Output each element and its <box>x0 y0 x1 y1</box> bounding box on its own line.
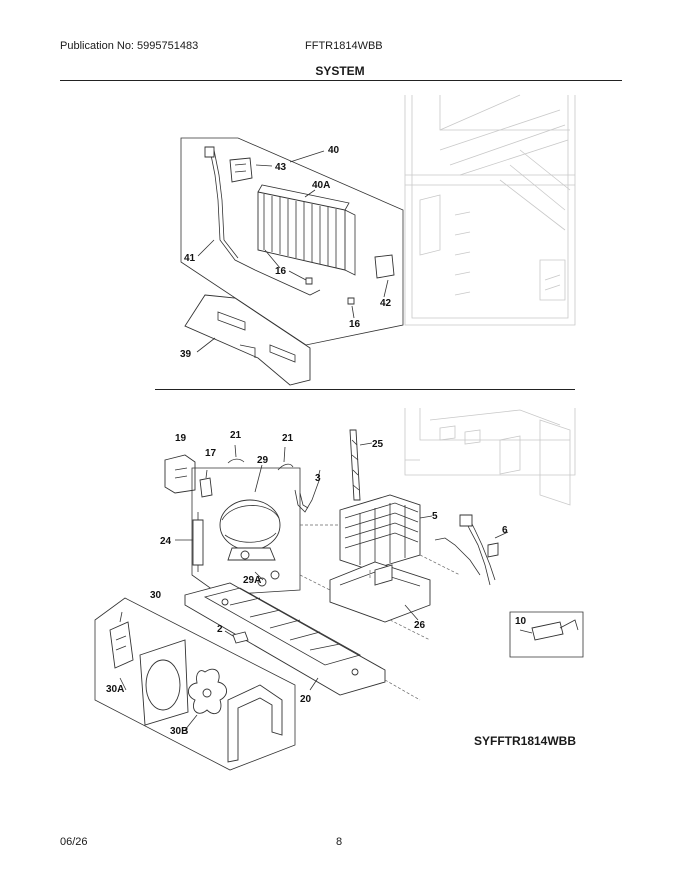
clip-parts <box>227 444 294 471</box>
section-divider <box>155 389 575 390</box>
callout-21-b: 21 <box>282 433 294 444</box>
callout-39: 39 <box>180 349 192 360</box>
callout-42: 42 <box>380 298 392 309</box>
callout-30b: 30B <box>170 726 188 737</box>
callout-29a: 29A <box>243 575 261 586</box>
evaporator-cover-part <box>184 294 311 386</box>
callout-17: 17 <box>205 448 217 459</box>
overload-part <box>199 469 213 498</box>
header-rule <box>60 80 622 81</box>
suction-tube-part <box>349 429 373 501</box>
condenser-part <box>339 494 433 571</box>
callout-29: 29 <box>257 455 269 466</box>
cabinet-ghost-upper <box>404 94 576 326</box>
tubing-part <box>294 469 321 513</box>
callout-26: 26 <box>414 620 426 631</box>
callout-5: 5 <box>432 511 438 522</box>
callout-2: 2 <box>217 624 223 635</box>
part-10-group <box>509 611 584 658</box>
callout-19: 19 <box>175 433 187 444</box>
callout-3: 3 <box>315 473 321 484</box>
condenser-fan-group <box>94 597 296 771</box>
assembly-guide-lines <box>299 524 461 701</box>
callout-6: 6 <box>502 525 508 536</box>
callout-30: 30 <box>150 590 162 601</box>
cabinet-ghost-lower <box>404 408 576 506</box>
callout-25: 25 <box>372 439 384 450</box>
publication-number: Publication No: 5995751483 <box>60 40 199 52</box>
callout-40a: 40A <box>312 180 330 191</box>
drier-part <box>175 512 204 572</box>
diagram-model-code: SYFFTR1814WBB <box>474 734 577 748</box>
callout-20: 20 <box>300 694 312 705</box>
callout-21-a: 21 <box>230 430 242 441</box>
bracket-part <box>224 630 249 644</box>
callout-10: 10 <box>515 616 527 627</box>
footer-date: 06/26 <box>60 836 88 848</box>
evaporator-assembly-group <box>180 137 404 346</box>
wire-harness-part <box>434 514 509 586</box>
callout-30a: 30A <box>106 684 124 695</box>
callout-40: 40 <box>328 145 340 156</box>
model-number: FFTR1814WBB <box>305 40 383 52</box>
callout-41: 41 <box>184 253 196 264</box>
callout-16-a: 16 <box>275 266 287 277</box>
callout-43: 43 <box>275 162 287 173</box>
page-number: 8 <box>336 836 343 848</box>
compressor-group <box>191 464 301 596</box>
callout-24: 24 <box>160 536 172 547</box>
callout-16-b: 16 <box>349 319 361 330</box>
base-plate-part <box>184 582 386 696</box>
drain-pan-part <box>329 561 431 623</box>
section-title: SYSTEM <box>315 64 365 78</box>
relay-part <box>164 454 196 494</box>
